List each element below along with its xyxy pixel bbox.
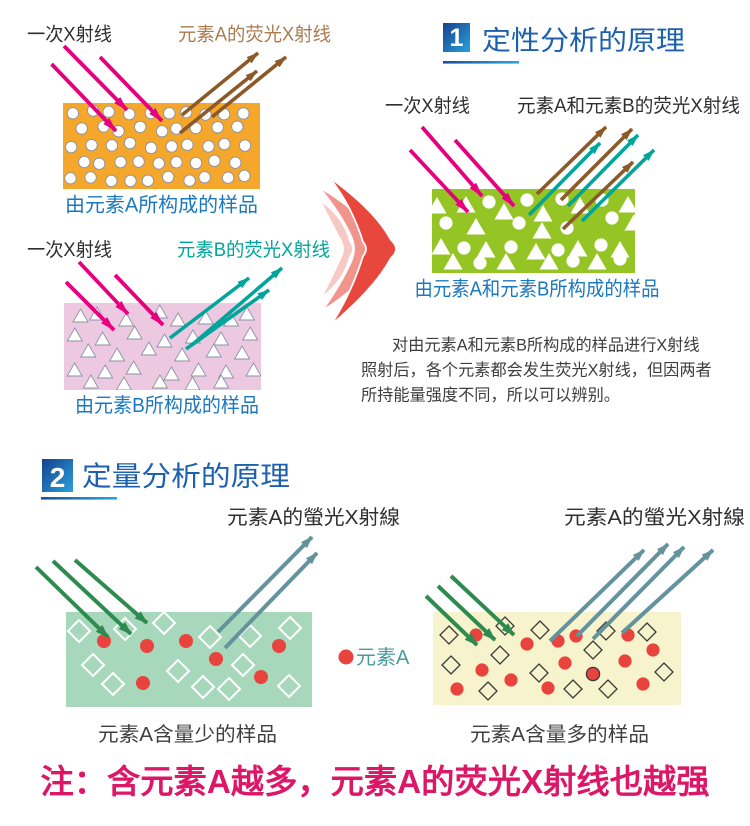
svg-text:由元素A所构成的样品: 由元素A所构成的样品 xyxy=(65,194,258,217)
svg-text:所持能量强度不同，所以可以辨别。: 所持能量强度不同，所以可以辨别。 xyxy=(361,387,620,405)
svg-text:一次X射线: 一次X射线 xyxy=(27,239,112,261)
svg-text:一次X射线: 一次X射线 xyxy=(385,95,470,117)
svg-text:元素A: 元素A xyxy=(356,646,410,669)
svg-text:一次X射线: 一次X射线 xyxy=(27,24,112,46)
svg-text:定性分析的原理: 定性分析的原理 xyxy=(482,26,685,56)
svg-text:对由元素A和元素B所构成的样品进行X射线: 对由元素A和元素B所构成的样品进行X射线 xyxy=(392,337,700,355)
svg-text:元素A的螢光X射線: 元素A的螢光X射線 xyxy=(227,506,400,529)
svg-text:由元素A和元素B所构成的样品: 由元素A和元素B所构成的样品 xyxy=(415,278,660,301)
svg-text:注：含元素A越多，元素A的荧光X射线也越强: 注：含元素A越多，元素A的荧光X射线也越强 xyxy=(41,763,710,800)
svg-text:元素A的螢光X射線: 元素A的螢光X射線 xyxy=(564,506,745,529)
svg-text:元素A含量多的样品: 元素A含量多的样品 xyxy=(470,723,649,746)
svg-text:元素B的荧光X射线: 元素B的荧光X射线 xyxy=(177,239,330,261)
svg-text:元素A和元素B的荧光X射线: 元素A和元素B的荧光X射线 xyxy=(517,95,740,117)
svg-text:照射后，各个元素都会发生荧光X射线，但因两者: 照射后，各个元素都会发生荧光X射线，但因两者 xyxy=(361,362,712,380)
svg-text:元素A含量少的样品: 元素A含量少的样品 xyxy=(98,723,277,746)
svg-text:1: 1 xyxy=(450,24,464,52)
svg-text:由元素B所构成的样品: 由元素B所构成的样品 xyxy=(75,394,259,417)
svg-text:2: 2 xyxy=(50,462,66,493)
svg-text:定量分析的原理: 定量分析的原理 xyxy=(82,461,290,492)
svg-text:元素A的荧光X射线: 元素A的荧光X射线 xyxy=(178,24,331,46)
